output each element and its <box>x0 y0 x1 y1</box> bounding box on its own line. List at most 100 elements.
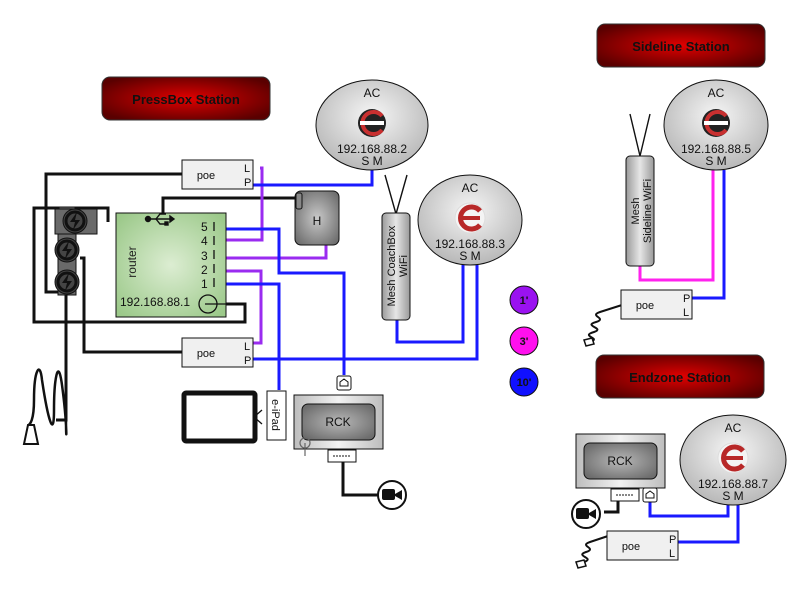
legend-swatch <box>509 326 539 356</box>
port-2-label: 2 <box>201 263 208 277</box>
poe-label: poe <box>197 170 215 182</box>
power-strip <box>53 206 98 296</box>
port-1-label: 1 <box>201 277 208 291</box>
access-point[interactable]: AC 192.168.88.2S M <box>315 79 429 171</box>
mesh-coachbox-sublabel: WiFi <box>398 255 410 277</box>
poe-port-top: L <box>244 163 250 175</box>
ap-label: AC <box>708 86 725 100</box>
legend-item: 1' <box>509 285 539 315</box>
ap-logo-icon <box>454 202 486 234</box>
usb-icon <box>144 213 176 226</box>
ap-logo-icon <box>717 442 749 474</box>
legend-item: 10' <box>509 367 539 397</box>
endzone-station-title: Endzone Station <box>629 370 731 385</box>
legend-swatch <box>509 285 539 315</box>
cable-10ft <box>214 282 281 390</box>
rck-label: RCK <box>607 454 632 468</box>
power-cable <box>32 206 247 324</box>
poe-port-bottom: P <box>244 355 251 367</box>
power-cable <box>80 256 182 354</box>
hub-label: H <box>313 214 322 228</box>
port-4-label: 4 <box>201 234 208 248</box>
ap-ports: S M <box>361 154 382 168</box>
power-jack-icon <box>299 437 311 456</box>
pressbox-station-banner: PressBox Station <box>101 76 271 121</box>
power-plug-coil <box>22 368 68 445</box>
poe-label: poe <box>622 541 640 553</box>
camera-icon[interactable] <box>377 480 407 510</box>
poe-port-top: L <box>244 341 250 353</box>
ipad-device[interactable]: e-iPad <box>181 390 287 444</box>
router-ports: 5 4 3 2 1 <box>201 220 215 291</box>
ap-ip: 192.168.88.2 <box>337 142 407 156</box>
legend-label: 10' <box>517 377 532 389</box>
power-cable <box>44 172 182 294</box>
power-plug-coil <box>575 535 609 569</box>
legend-item: 3' <box>509 326 539 356</box>
sideline-station-title: Sideline Station <box>632 39 730 54</box>
mesh-sideline-label: Mesh <box>630 198 642 225</box>
router[interactable]: router 192.168.88.1 5 4 3 2 1 <box>115 212 227 318</box>
ap-label: AC <box>462 181 479 195</box>
camera-icon[interactable] <box>571 499 601 529</box>
poe-port-bottom: L <box>669 548 675 560</box>
legend-label: 1' <box>520 295 529 307</box>
power-jack-icon <box>198 294 226 314</box>
mesh-coachbox-label: Mesh CoachBox <box>386 225 398 306</box>
ap-ip: 192.168.88.7 <box>698 477 768 491</box>
ethernet-port-icon <box>642 487 658 503</box>
camera-cable <box>341 462 378 497</box>
antenna <box>629 113 651 157</box>
ap-ports: S M <box>705 154 726 168</box>
cable-10ft <box>253 265 479 361</box>
rck-label: RCK <box>325 415 350 429</box>
rck-endzone[interactable]: RCK <box>575 433 666 503</box>
ap-logo-icon <box>702 109 730 137</box>
cable-10ft <box>667 505 740 544</box>
ap-ip: 192.168.88.5 <box>681 142 751 156</box>
router-label: router <box>125 246 139 277</box>
power-outlet-icon <box>53 268 81 296</box>
hub-device[interactable]: H <box>294 190 340 246</box>
mesh-coachbox[interactable]: Mesh CoachBox WiFi <box>381 212 411 321</box>
port-5-label: 5 <box>201 220 208 234</box>
cable-10ft <box>395 265 465 344</box>
cable-10ft <box>648 499 730 518</box>
rck-pressbox[interactable]: RCK <box>293 375 384 463</box>
port-3-label: 3 <box>201 249 208 263</box>
access-point[interactable]: AC 192.168.88.5S M <box>663 79 769 171</box>
power-plug-coil <box>583 304 623 347</box>
poe-port-bottom: P <box>244 177 251 189</box>
mesh-sideline[interactable]: Mesh Sideline WiFi <box>625 155 655 267</box>
power-outlet-icon <box>53 236 81 264</box>
ap-logo-icon <box>358 109 386 137</box>
mesh-sideline-sublabel: Sideline WiFi <box>642 179 654 243</box>
router-ip: 192.168.88.1 <box>120 295 190 309</box>
cable-1ft <box>214 269 263 345</box>
antenna <box>384 174 408 217</box>
sideline-station-banner: Sideline Station <box>596 23 766 68</box>
ap-label: AC <box>364 86 381 100</box>
legend-label: 3' <box>520 336 529 348</box>
cables <box>32 113 740 544</box>
cable-1ft <box>214 244 328 260</box>
ethernet-port-icon <box>336 375 352 391</box>
legend-swatch <box>509 367 539 397</box>
power-outlet-icon <box>61 207 89 235</box>
ipad-label: e-iPad <box>269 399 281 431</box>
cable-length-legend: 1' 3' 10' <box>509 285 539 397</box>
poe-injector[interactable]: poe LP <box>181 159 254 190</box>
poe-port-bottom: L <box>683 307 689 319</box>
cable-3ft <box>638 170 715 282</box>
ap-label: AC <box>725 421 742 435</box>
poe-label: poe <box>636 300 654 312</box>
cable-10ft <box>214 227 346 375</box>
